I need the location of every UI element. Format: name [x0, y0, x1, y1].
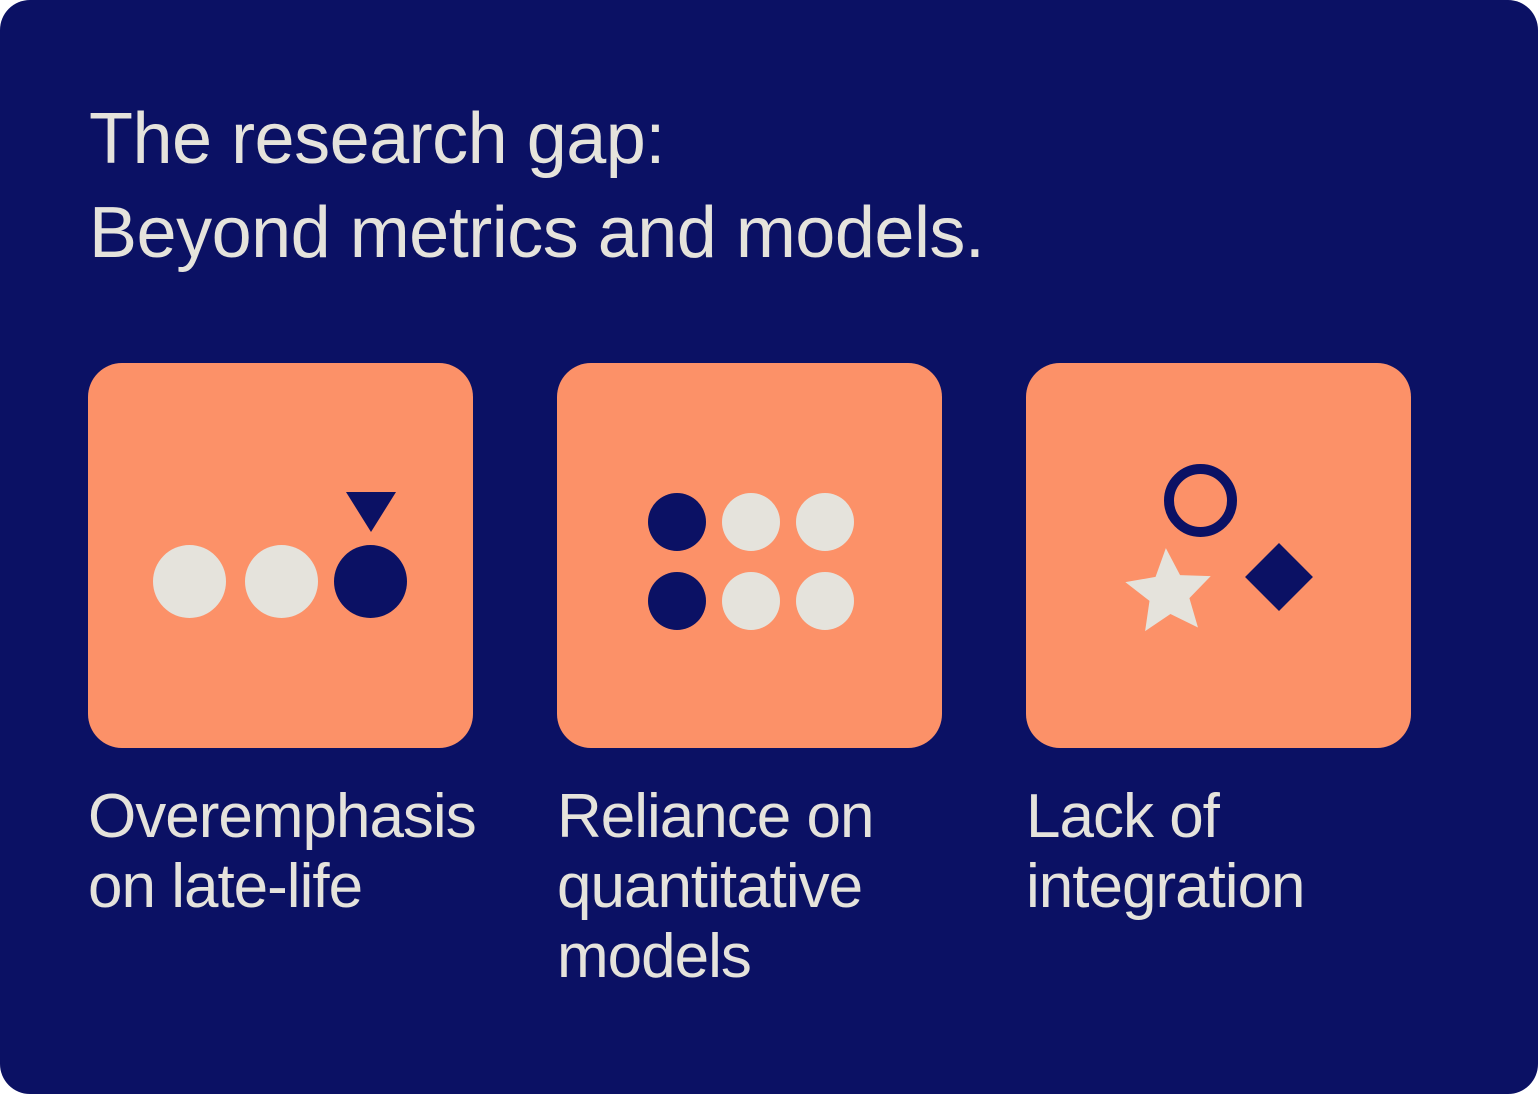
- card-tile: [88, 363, 473, 748]
- card-tile: [557, 363, 942, 748]
- card-label: Reliance on quantitative models: [557, 782, 874, 991]
- dot-icon: [648, 493, 706, 551]
- dot-icon: [334, 545, 407, 618]
- cards-row: Overemphasis on late-life Reliance on qu…: [88, 363, 1411, 992]
- card-label: Lack of integration: [1026, 782, 1306, 921]
- dot-icon: [648, 572, 706, 630]
- dot-icon: [722, 572, 780, 630]
- card-integration: Lack of integration: [1026, 363, 1411, 992]
- card-tile: [1026, 363, 1411, 748]
- card-quantitative-models: Reliance on quantitative models: [557, 363, 942, 992]
- dot-icon: [245, 545, 318, 618]
- page-title: The research gap: Beyond metrics and mod…: [89, 99, 985, 273]
- card-overemphasis: Overemphasis on late-life: [88, 363, 477, 992]
- card-label: Overemphasis on late-life: [88, 782, 477, 921]
- dot-icon: [796, 493, 854, 551]
- star-icon: [1125, 548, 1211, 632]
- dot-icon: [722, 493, 780, 551]
- circle-outline-icon: [1164, 464, 1237, 537]
- dot-icon: [153, 545, 226, 618]
- diamond-icon: [1245, 543, 1313, 611]
- dot-icon: [796, 572, 854, 630]
- triangle-down-icon: [346, 492, 396, 532]
